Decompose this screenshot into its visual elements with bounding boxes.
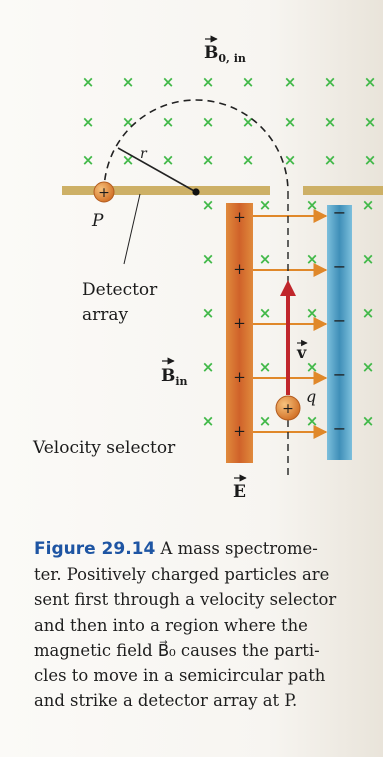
- b0-label: B0, in: [204, 43, 246, 65]
- plus-sign: +: [233, 314, 246, 332]
- field-cross: ×: [362, 304, 375, 322]
- field-cross: ×: [162, 151, 175, 169]
- field-cross: ×: [202, 113, 215, 131]
- particle-at-p: [93, 181, 115, 203]
- positive-plate: [226, 203, 253, 463]
- minus-sign: −: [333, 257, 346, 276]
- field-cross: ×: [362, 250, 375, 268]
- magnetic-field-crosses: × × × × × × × × × × × × × × × × × × × × × × × × × × × × × × × × × × × × × × × ×…: [82, 73, 377, 430]
- negative-plate-signs: − − − − −: [333, 203, 346, 438]
- field-cross: ×: [306, 358, 319, 376]
- field-cross: ×: [242, 113, 255, 131]
- field-cross: ×: [202, 250, 215, 268]
- field-cross: ×: [259, 250, 272, 268]
- field-cross: ×: [362, 358, 375, 376]
- bin-label: Bin: [161, 366, 188, 388]
- mass-spectrometer-diagram: × × × × × × × × × × × × × × × × × × × × × × × × × × × × × × × × × × × × × × × ×…: [32, 35, 383, 502]
- field-cross: ×: [202, 304, 215, 322]
- field-cross: ×: [259, 196, 272, 214]
- caption-line-4: and then into a region where the: [34, 615, 308, 635]
- figure-number: Figure 29.14: [34, 539, 156, 559]
- detector-bar-left: [62, 186, 270, 195]
- field-cross: ×: [202, 358, 215, 376]
- field-cross: ×: [82, 151, 95, 169]
- field-cross: ×: [242, 73, 255, 91]
- field-cross: ×: [162, 113, 175, 131]
- field-cross: ×: [324, 113, 337, 131]
- field-cross: ×: [122, 113, 135, 131]
- positive-plate-signs: + + + + +: [233, 208, 246, 440]
- velocity-selector-label: Velocity selector: [32, 438, 176, 458]
- field-cross: ×: [306, 304, 319, 322]
- center-point: [192, 188, 200, 196]
- field-cross: ×: [202, 196, 215, 214]
- particle-p-sign: +: [98, 185, 110, 201]
- field-cross: ×: [122, 73, 135, 91]
- field-cross: ×: [324, 73, 337, 91]
- caption-text-1: A mass spectrome-: [160, 539, 318, 558]
- field-cross: ×: [259, 412, 272, 430]
- field-cross: ×: [284, 113, 297, 131]
- field-cross: ×: [284, 151, 297, 169]
- plus-sign: +: [233, 208, 246, 226]
- field-cross: ×: [306, 412, 319, 430]
- minus-sign: −: [333, 419, 346, 438]
- field-cross: ×: [259, 358, 272, 376]
- figure-caption: Figure 29.14 A mass spectrome- ter. Posi…: [34, 536, 379, 713]
- plus-sign: +: [233, 422, 246, 440]
- plus-sign: +: [233, 368, 246, 386]
- field-cross: ×: [362, 196, 375, 214]
- semicircular-path: [103, 99, 289, 193]
- field-cross: ×: [362, 412, 375, 430]
- caption-line-7: and strike a detector array at P.: [34, 691, 298, 711]
- velocity-label: v: [296, 343, 307, 362]
- charge-particle: [275, 395, 301, 421]
- field-cross: ×: [162, 73, 175, 91]
- field-cross: ×: [284, 73, 297, 91]
- minus-sign: −: [333, 203, 346, 222]
- field-cross: ×: [82, 113, 95, 131]
- plus-sign: +: [233, 260, 246, 278]
- efield-label: E: [233, 482, 246, 502]
- field-cross: ×: [202, 151, 215, 169]
- charge-label: q: [306, 387, 316, 406]
- detector-leader: [123, 193, 141, 265]
- minus-sign: −: [333, 365, 346, 384]
- minus-sign: −: [333, 311, 346, 330]
- radius-label: r: [140, 146, 148, 162]
- field-cross: ×: [202, 73, 215, 91]
- field-cross: ×: [82, 73, 95, 91]
- caption-line-3: sent first through a velocity selector: [34, 590, 337, 610]
- field-cross: ×: [364, 73, 377, 91]
- field-cross: ×: [306, 250, 319, 268]
- caption-line-6: cles to move in a semicircular path: [34, 666, 326, 686]
- caption-line-5: magnetic field B⃗₀ causes the parti-: [34, 640, 320, 660]
- caption-line-1: Figure 29.14 A mass spectrome-: [34, 536, 379, 562]
- field-cross: ×: [324, 151, 337, 169]
- point-p-label: P: [91, 211, 104, 231]
- detector-label-line1: Detector: [82, 280, 158, 300]
- field-cross: ×: [306, 196, 319, 214]
- radius-line: [117, 147, 197, 193]
- field-cross: ×: [242, 151, 255, 169]
- caption-line-2: ter. Positively charged particles are: [34, 565, 330, 585]
- field-cross: ×: [259, 304, 272, 322]
- field-cross: ×: [364, 151, 377, 169]
- negative-plate: [327, 205, 352, 460]
- field-cross: ×: [202, 412, 215, 430]
- detector-bar-right: [303, 186, 383, 195]
- field-cross: ×: [364, 113, 377, 131]
- detector-label-line2: array: [82, 305, 129, 325]
- charge-sign: +: [282, 401, 294, 417]
